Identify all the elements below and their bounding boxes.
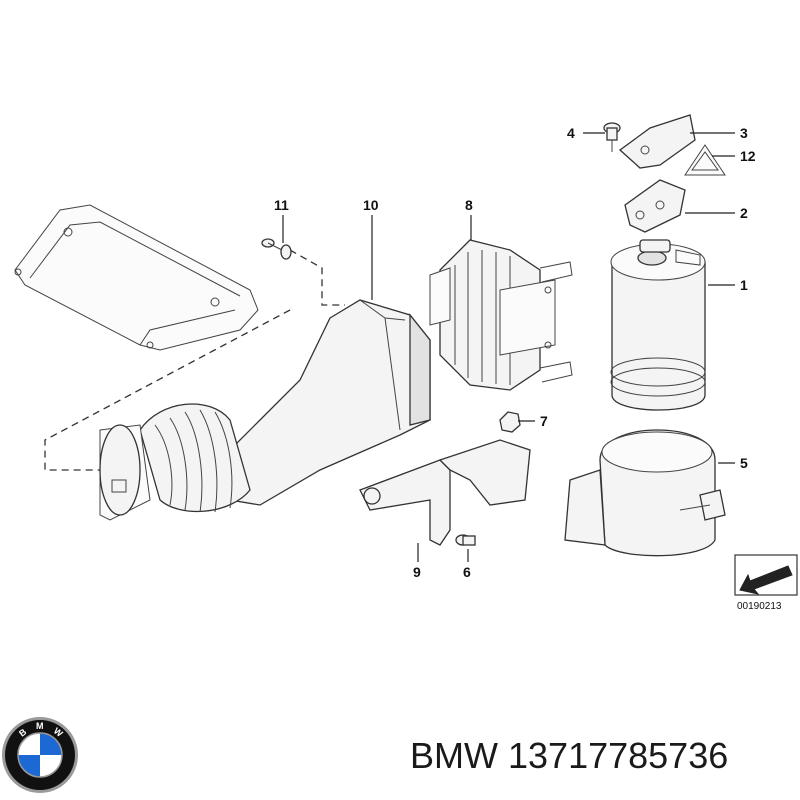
filter-clamp xyxy=(564,429,726,557)
callout-7: 7 xyxy=(540,413,548,429)
diagram-reference: 00190213 xyxy=(734,554,798,612)
callout-8: 8 xyxy=(465,197,473,213)
diagram-code: 00190213 xyxy=(737,601,782,612)
cover-plate xyxy=(14,204,259,351)
bolt-11 xyxy=(261,238,292,260)
direction-arrow-icon xyxy=(739,565,793,595)
leader-lines xyxy=(282,132,735,562)
bmw-logo: B M W xyxy=(2,717,78,793)
nut-7 xyxy=(499,411,521,433)
heat-shield xyxy=(429,239,573,391)
svg-text:M: M xyxy=(36,721,44,731)
callout-4: 4 xyxy=(567,125,575,141)
svg-text:B: B xyxy=(17,726,29,738)
callout-5: 5 xyxy=(740,455,748,471)
air-intake-duct xyxy=(99,299,431,521)
assembly-line-cover-to-duct xyxy=(44,309,291,471)
callout-labels: 1 2 3 4 5 6 7 8 9 10 11 12 xyxy=(274,125,756,580)
callout-1: 1 xyxy=(740,277,748,293)
callout-12: 12 xyxy=(740,148,756,164)
brand-name: BMW xyxy=(410,735,498,776)
logo-blue-quadrant-2 xyxy=(18,755,40,777)
part-number: 13717785736 xyxy=(508,735,729,776)
bracket-top xyxy=(618,114,696,169)
support-bracket xyxy=(359,439,531,546)
part-caption: BMW 13717785736 xyxy=(410,735,728,777)
screw-4 xyxy=(603,122,621,152)
callout-10: 10 xyxy=(363,197,379,213)
callout-6: 6 xyxy=(463,564,471,580)
callout-9: 9 xyxy=(413,564,421,580)
assembly-line-bolt-11 xyxy=(289,249,345,306)
fuel-filter xyxy=(610,239,706,411)
mount xyxy=(624,179,686,233)
screw-6 xyxy=(455,534,476,546)
callout-11: 11 xyxy=(274,197,289,213)
logo-blue-quadrant-1 xyxy=(40,733,62,755)
callout-3: 3 xyxy=(740,125,748,141)
callout-2: 2 xyxy=(740,205,748,221)
warning-label xyxy=(684,144,726,176)
